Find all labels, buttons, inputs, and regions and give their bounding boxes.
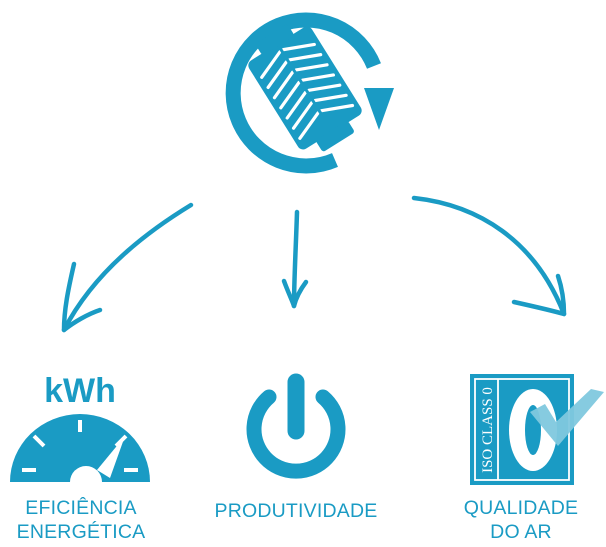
label-line: ENERGÉTICA	[16, 521, 146, 543]
label-line: EFICIÊNCIA	[25, 497, 137, 519]
power-button-icon	[246, 373, 346, 479]
kwh-gauge-icon: kWh	[10, 372, 150, 482]
kwh-text: kWh	[44, 372, 116, 410]
iso-class-text: ISO CLASS 0	[480, 387, 496, 473]
iso-class-0-check-icon: ISO CLASS 0	[470, 374, 604, 485]
label-line: DO AR	[490, 521, 552, 543]
label-line: PRODUTIVIDADE	[214, 500, 378, 522]
label-energy-efficiency: EFICIÊNCIA ENERGÉTICA	[0, 496, 162, 544]
arrow-to-efficiency	[61, 202, 194, 333]
label-air-quality: QUALIDADE DO AR	[440, 496, 602, 544]
arrow-to-productivity	[281, 209, 309, 309]
label-productivity: PRODUTIVIDADE	[190, 499, 402, 523]
fan-coil-rotation-icon	[225, 12, 394, 174]
label-line: QUALIDADE	[463, 497, 579, 519]
arrow-to-air-quality	[411, 195, 567, 317]
